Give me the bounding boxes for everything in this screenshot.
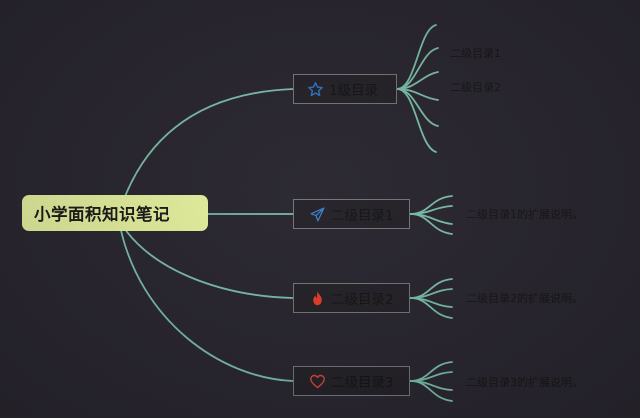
branch-label-1: 1级目录 [329, 83, 379, 99]
connector-fan-1 [396, 88, 437, 153]
sub-item-2: 二级目录2 [450, 81, 501, 94]
branch-label-2: 二级目录1 [331, 208, 394, 224]
connector-fan-2 [409, 205, 453, 215]
star-outline-icon [306, 80, 324, 98]
root-label: 小学面积知识笔记 [34, 205, 170, 224]
branch-node-3[interactable]: 二级目录2 [293, 283, 410, 313]
branch-label-4: 二级目录3 [331, 375, 394, 391]
branch-label-3: 二级目录2 [331, 292, 394, 308]
connector-fan-2 [409, 213, 453, 235]
connector-fan-3 [409, 278, 453, 299]
root-node[interactable]: 小学面积知识笔记 [22, 195, 208, 231]
connector-root-branch-3 [119, 221, 294, 299]
paper-plane-icon [308, 205, 326, 223]
sub-item-1: 二级目录1 [450, 47, 501, 60]
branch-note-2: 二级目录1的扩展说明。 [466, 208, 583, 221]
branch-note-4: 二级目录3的扩展说明。 [466, 376, 583, 389]
branch-note-3: 二级目录2的扩展说明。 [466, 292, 583, 305]
connector-root-branch-4 [119, 225, 294, 382]
branch-node-1[interactable]: 1级目录 [293, 74, 397, 104]
connector-fan-1 [396, 24, 437, 90]
branch-node-2[interactable]: 二级目录1 [293, 199, 410, 229]
branch-node-4[interactable]: 二级目录3 [293, 366, 410, 396]
connector-root-branch-1 [119, 88, 294, 211]
connector-fan-4 [409, 361, 453, 382]
connector-fan-3 [409, 297, 453, 319]
heart-outline-icon [308, 372, 326, 390]
connector-fan-4 [409, 380, 453, 402]
flame-icon [308, 289, 326, 307]
